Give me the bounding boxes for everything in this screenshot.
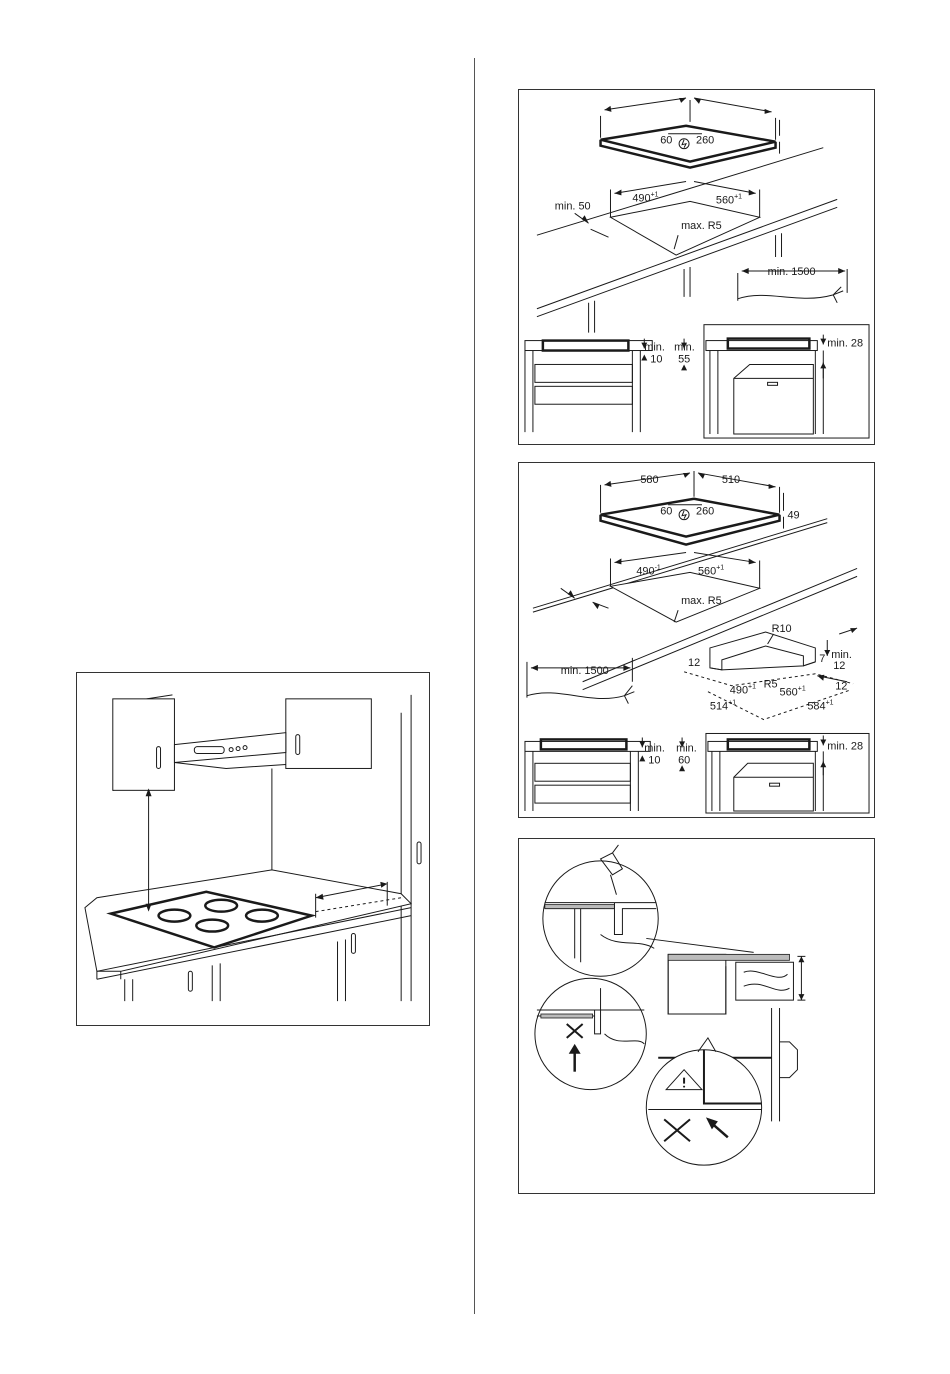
frame-side-b-label: 12	[835, 681, 847, 693]
cutout-width-label: 560	[716, 194, 734, 206]
frame-inner-depth-label: 490	[730, 685, 748, 697]
detail-circle-middle	[535, 978, 646, 1089]
edge-distance-label: min. 50	[555, 200, 591, 212]
overall-width-label: 580	[640, 474, 658, 486]
detail-circle-top	[543, 861, 658, 976]
oven	[734, 763, 814, 811]
frame-outer-width-label: 584	[807, 701, 825, 713]
svg-text:584+1: 584+1	[807, 700, 833, 713]
gap-front-label: min.	[644, 742, 665, 754]
frame-depth-label: 7	[819, 653, 825, 665]
cutout-depth-tolerance: +1	[651, 191, 659, 198]
gap-depth-value: 60	[678, 754, 690, 766]
gap-front-label: min.	[644, 342, 665, 354]
cutout-depth-label: 490	[636, 565, 654, 577]
gap-oven-label: min. 28	[827, 740, 863, 752]
svg-text:514+1: 514+1	[710, 700, 736, 713]
cutout-depth-label: 490	[632, 192, 650, 204]
upper-cabinet-right	[286, 699, 372, 769]
svg-text:490-1: 490-1	[636, 564, 661, 577]
corner-radius-label: max. R5	[681, 595, 722, 607]
cutout-width-label: 560	[698, 565, 716, 577]
cable-length-label: min. 1500	[768, 266, 816, 278]
sealing-drawing	[519, 839, 874, 1193]
kitchen-drawing	[77, 673, 429, 1025]
corner-radius-label: max. R5	[681, 220, 722, 232]
cutout-depth-tolerance: -1	[655, 564, 661, 571]
frame-inner-radius-label: R5	[764, 679, 778, 691]
column-divider	[474, 58, 475, 1314]
cutout-width-tolerance: +1	[734, 193, 742, 200]
svg-text:560+1: 560+1	[698, 564, 724, 577]
gap-depth-value: 55	[678, 353, 690, 365]
height-label: 49	[787, 510, 799, 522]
gap-front-value: 10	[648, 754, 660, 766]
gap-oven-label: min. 28	[827, 338, 863, 350]
cable-length-label: min. 1500	[561, 665, 609, 677]
svg-text:560+1: 560+1	[716, 193, 742, 206]
kitchen-installation-illustration	[76, 672, 430, 1026]
hob-width-label: 60	[660, 506, 672, 518]
frame-edge-label: 12	[688, 657, 700, 669]
cutout-drawing-a: 60 260 490+1 560+1 max. R5 min. 50 min	[519, 90, 874, 444]
frame-inner-width-label: 560	[780, 687, 798, 699]
upper-cabinet-left	[113, 699, 175, 790]
cutout-dimensions-figure-b: 580 510 60 260 49 490-1 560+1 max. R5 R1	[518, 462, 875, 818]
frame-radius-label: R10	[772, 623, 792, 635]
hob-depth-label: 260	[696, 506, 714, 518]
mounting-frame	[710, 632, 815, 670]
frame-inner-width-tolerance: +1	[798, 686, 806, 693]
hob-width-label: 60	[660, 135, 672, 147]
svg-text:560+1: 560+1	[780, 686, 806, 699]
frame-outer-depth-label: 514	[710, 701, 728, 713]
frame-inner-depth-tolerance: +1	[748, 684, 756, 691]
gap-depth-label: min.	[674, 342, 695, 354]
gap-depth-label: min.	[676, 742, 697, 754]
hob-outline	[601, 126, 776, 162]
frame-outer-depth-tolerance: +1	[728, 700, 736, 707]
hob-depth-label: 260	[696, 135, 714, 147]
gap-front-value: 10	[650, 353, 662, 365]
frame-side-label: 12	[833, 660, 845, 672]
cutout-dimensions-figure-a: 60 260 490+1 560+1 max. R5 min. 50 min	[518, 89, 875, 445]
cutout-width-tolerance: +1	[716, 564, 724, 571]
frame-outer-width-tolerance: +1	[826, 700, 834, 707]
sealing-detail-figure	[518, 838, 875, 1194]
svg-text:490+1: 490+1	[632, 191, 658, 204]
overall-depth-label: 510	[722, 474, 740, 486]
cutout-drawing-b: 580 510 60 260 49 490-1 560+1 max. R5 R1	[519, 463, 874, 817]
svg-text:490+1: 490+1	[730, 684, 756, 697]
worktop-section	[736, 962, 794, 1000]
oven	[734, 364, 814, 434]
